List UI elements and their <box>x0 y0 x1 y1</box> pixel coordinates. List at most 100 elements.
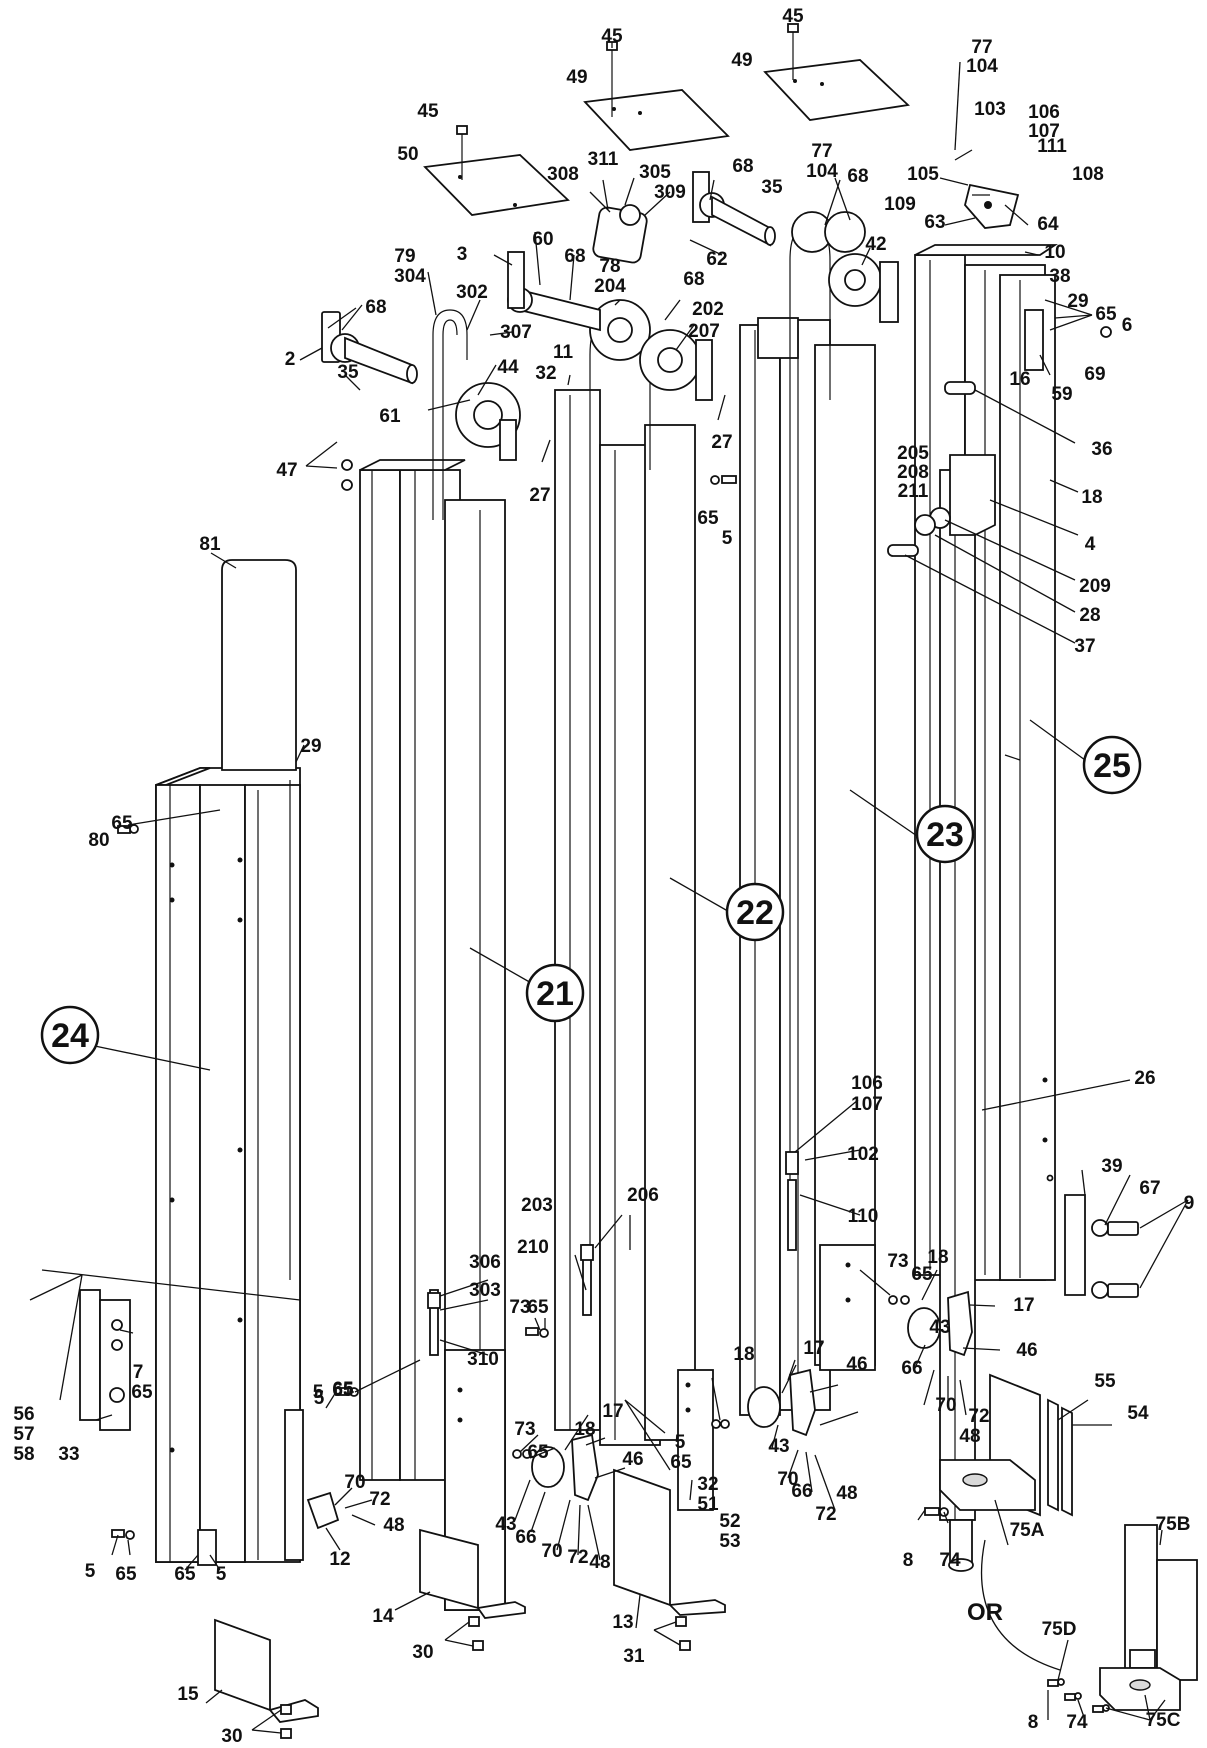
part-label: 18 <box>574 1419 595 1440</box>
top-plate-50 <box>423 154 570 216</box>
part-label: 65 <box>332 1379 354 1400</box>
part-label: 78 <box>599 256 620 277</box>
part-label: 81 <box>199 534 221 555</box>
part-label: 72 <box>968 1406 989 1427</box>
part-label: 75A <box>1010 1520 1045 1541</box>
part-label: 30 <box>412 1642 433 1663</box>
part-label: 77 <box>811 141 832 162</box>
part-label: 5 <box>216 1564 227 1585</box>
part-label: 77 <box>971 37 992 58</box>
part-label: 66 <box>901 1358 922 1379</box>
part-label: 8 <box>903 1550 914 1571</box>
part-label: 35 <box>761 177 783 198</box>
part-label: 68 <box>847 166 868 187</box>
foot-75A <box>939 1373 1041 1517</box>
callout-22: 22 <box>725 882 785 942</box>
base-plate-13 <box>613 1468 726 1616</box>
shaft-35-left <box>321 311 418 385</box>
part-label: 65 <box>670 1452 692 1473</box>
part-label: 104 <box>966 56 998 77</box>
part-label: 39 <box>1101 1156 1122 1177</box>
part-label: 63 <box>924 212 945 233</box>
callout-circle <box>525 963 585 1023</box>
part-label: 43 <box>768 1436 789 1457</box>
part-label: 64 <box>1037 214 1059 235</box>
part-label: 107 <box>1028 121 1060 142</box>
column-section-22 <box>554 389 714 1511</box>
pin-36 <box>887 381 976 557</box>
callout-circle <box>1082 735 1142 795</box>
part-label: 50 <box>397 144 418 165</box>
part-label: 103 <box>974 99 1006 120</box>
top-plate-49-center <box>583 89 730 151</box>
part-label: 45 <box>601 26 623 47</box>
column-section-24 <box>155 767 304 1566</box>
part-label: 104 <box>806 161 838 182</box>
part-label: 207 <box>688 321 720 342</box>
callout-number: 25 <box>1093 747 1131 785</box>
part-label: 51 <box>697 1494 719 1515</box>
part-label: 17 <box>602 1401 623 1422</box>
part-label: 48 <box>959 1426 980 1447</box>
part-label: 203 <box>521 1195 553 1216</box>
or-arrow <box>980 1539 1061 1671</box>
mast-assembly-drawing <box>79 23 1198 1739</box>
part-label: 5 <box>722 528 733 549</box>
callout-21: 21 <box>525 963 585 1023</box>
part-label: 306 <box>469 1252 501 1273</box>
part-label: 303 <box>469 1280 501 1301</box>
callout-25: 25 <box>1082 735 1142 795</box>
part-label: 65 <box>111 813 133 834</box>
part-label: 53 <box>719 1531 740 1552</box>
part-label: 66 <box>791 1481 812 1502</box>
part-label: 75D <box>1042 1619 1077 1640</box>
part-label: 204 <box>594 276 626 297</box>
column-section-21 <box>359 459 506 1611</box>
bracket-plates <box>499 183 1044 461</box>
callout-circle <box>725 882 785 942</box>
part-label: 304 <box>394 266 426 287</box>
part-label: 31 <box>623 1646 645 1667</box>
part-label: 38 <box>1049 266 1070 287</box>
part-label: 15 <box>177 1684 199 1705</box>
part-label: 10 <box>1044 242 1065 263</box>
part-label: 70 <box>935 1395 956 1416</box>
part-label: 18 <box>927 1247 948 1268</box>
part-label: 108 <box>1072 164 1104 185</box>
callout-number: 21 <box>536 975 574 1013</box>
part-label: 56 <box>13 1404 34 1425</box>
part-label: 5 <box>85 1561 96 1582</box>
part-label: 48 <box>836 1483 857 1504</box>
part-label: 48 <box>383 1515 404 1536</box>
leader-lines <box>29 42 1189 1734</box>
callout-circle <box>40 1005 100 1065</box>
base-plate-15 <box>214 1618 319 1723</box>
part-label: 17 <box>803 1338 824 1359</box>
part-label: 2 <box>285 349 296 370</box>
part-label: 3 <box>457 244 468 265</box>
part-label: 105 <box>907 164 939 185</box>
part-label: 210 <box>517 1237 549 1258</box>
part-label: 61 <box>379 406 401 427</box>
part-label: 75C <box>1146 1710 1181 1731</box>
part-label: 302 <box>456 282 488 303</box>
part-label: 73 <box>887 1251 908 1272</box>
part-label: 57 <box>13 1424 34 1445</box>
part-label: 65 <box>174 1564 196 1585</box>
part-label: 65 <box>697 508 719 529</box>
part-label: 43 <box>495 1514 516 1535</box>
part-label: 6 <box>1122 315 1133 336</box>
base-plate-14 <box>419 1528 526 1619</box>
part-label: 29 <box>300 736 321 757</box>
part-label: 72 <box>815 1504 836 1525</box>
part-label: 68 <box>683 269 704 290</box>
shaft-35-right <box>692 171 776 247</box>
callout-24: 24 <box>40 1005 100 1065</box>
nuts <box>280 1616 691 1739</box>
part-label: 29 <box>1067 291 1088 312</box>
part-label: 72 <box>369 1489 390 1510</box>
part-label: 65 <box>911 1264 933 1285</box>
part-label: 49 <box>731 50 752 71</box>
part-label: 70 <box>777 1469 798 1490</box>
